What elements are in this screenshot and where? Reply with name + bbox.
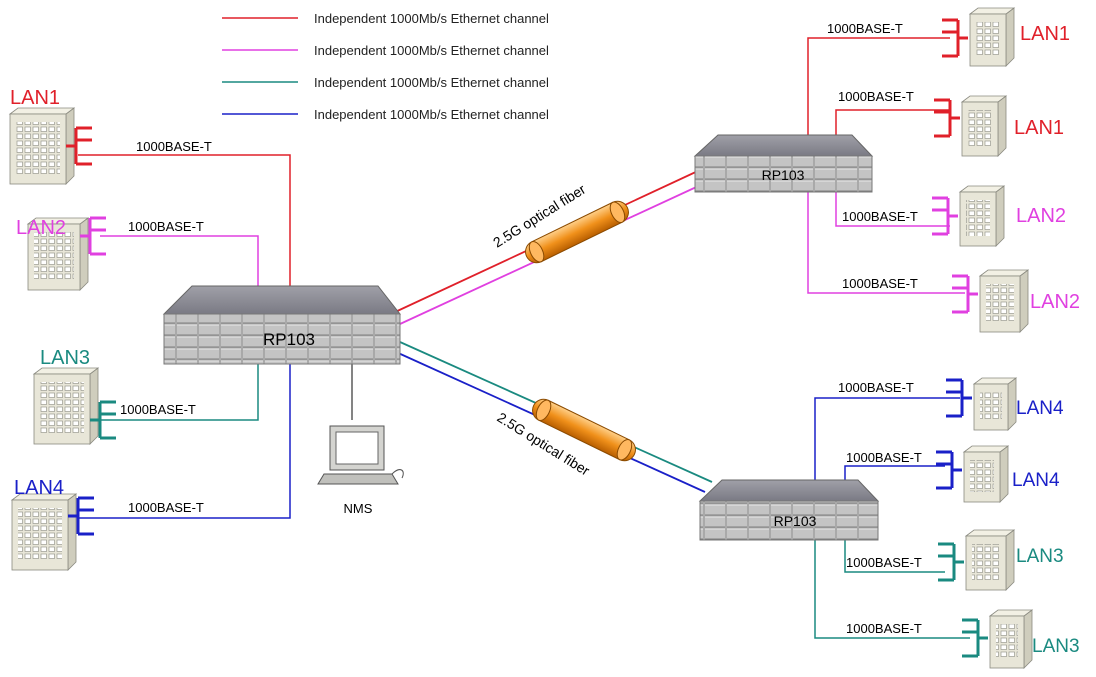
link-tr-lan1a [807, 37, 950, 135]
link-label-br-lan4a: 1000BASE-T [838, 380, 914, 395]
link-label-tr-lan2a: 1000BASE-T [842, 209, 918, 224]
link-label-left-lan3: 1000BASE-T [120, 402, 196, 417]
legend: Independent 1000Mb/s Ethernet channel In… [222, 11, 549, 122]
lan-label: LAN1 [1020, 23, 1070, 45]
switch-main-label: RP103 [263, 330, 315, 349]
building-icon [968, 7, 1016, 67]
link-left-lan3 [100, 364, 259, 421]
link-label-left-lan4: 1000BASE-T [128, 500, 204, 515]
port-connector [66, 126, 92, 166]
lan-label: LAN2 [1030, 291, 1080, 313]
port-connector [946, 378, 972, 418]
link-label-tr-lan1b: 1000BASE-T [838, 89, 914, 104]
building-icon [8, 107, 76, 185]
port-connector [938, 542, 964, 582]
building-icon [32, 367, 100, 445]
lan-label: LAN3 [1032, 636, 1080, 657]
lan-label: LAN4 [14, 477, 64, 499]
port-connector [932, 196, 958, 236]
link-left-lan4 [78, 364, 291, 519]
port-connector [952, 274, 978, 314]
legend-label-teal: Independent 1000Mb/s Ethernet channel [314, 75, 549, 90]
switch-top-right-label: RP103 [762, 167, 805, 183]
link-label-tr-lan1a: 1000BASE-T [827, 21, 903, 36]
switch-main: RP103 [162, 285, 402, 365]
link-label-br-lan3a: 1000BASE-T [846, 555, 922, 570]
link-left-lan1 [78, 154, 291, 286]
port-connector [942, 18, 968, 58]
port-connector [80, 216, 106, 256]
port-connector [90, 400, 116, 440]
switch-bottom-right: RP103 [698, 479, 880, 541]
lan-label: LAN2 [1016, 205, 1066, 227]
legend-label-red: Independent 1000Mb/s Ethernet channel [314, 11, 549, 26]
link-label-left-lan2: 1000BASE-T [128, 219, 204, 234]
nms-computer-icon [317, 425, 404, 485]
fiber-tube-upper [525, 200, 629, 264]
link-br-lan3a [844, 540, 945, 573]
building-icon [26, 217, 90, 291]
link-tr-lan1b [835, 109, 950, 135]
link-label-left-lan1: 1000BASE-T [136, 139, 212, 154]
buildings: LAN1LAN2LAN3LAN4LAN1LAN1LAN2LAN2LAN4LAN4… [8, 7, 1080, 669]
switch-top-right: RP103 [693, 134, 874, 193]
building-icon [962, 445, 1010, 503]
port-connector [962, 618, 988, 658]
lan-label: LAN4 [1016, 398, 1064, 419]
port-connector [936, 450, 962, 490]
link-br-lan3b [814, 540, 970, 639]
port-connector [934, 98, 960, 138]
building-icon [964, 529, 1016, 591]
link-tr-lan2a [835, 190, 950, 227]
link-left-lan2 [100, 235, 259, 286]
switch-bottom-right-label: RP103 [774, 513, 817, 529]
building-icon [10, 493, 78, 571]
building-icon [978, 269, 1030, 333]
link-label-br-lan3b: 1000BASE-T [846, 621, 922, 636]
building-icon [958, 185, 1006, 247]
building-icon [988, 609, 1034, 669]
legend-label-magenta: Independent 1000Mb/s Ethernet channel [314, 43, 549, 58]
lan-label: LAN3 [1016, 546, 1064, 567]
link-label-br-lan4b: 1000BASE-T [846, 450, 922, 465]
link-label-tr-lan2b: 1000BASE-T [842, 276, 918, 291]
lan-label: LAN3 [40, 347, 90, 369]
building-icon [960, 95, 1008, 157]
link-br-lan4a [814, 397, 960, 480]
building-icon [972, 377, 1018, 431]
port-connector [68, 496, 94, 536]
lan-label: LAN1 [1014, 117, 1064, 139]
right-top-links [807, 37, 965, 294]
left-links [78, 154, 353, 519]
link-br-lan4b [844, 465, 945, 480]
lan-label: LAN1 [10, 87, 60, 109]
link-tr-lan2b [807, 190, 965, 294]
legend-label-blue: Independent 1000Mb/s Ethernet channel [314, 107, 549, 122]
right-bottom-links [814, 397, 970, 639]
nms-label: NMS [344, 501, 373, 516]
lan-label: LAN4 [1012, 470, 1060, 491]
lan-label: LAN2 [16, 217, 66, 239]
fiber-tube-lower [532, 398, 636, 462]
